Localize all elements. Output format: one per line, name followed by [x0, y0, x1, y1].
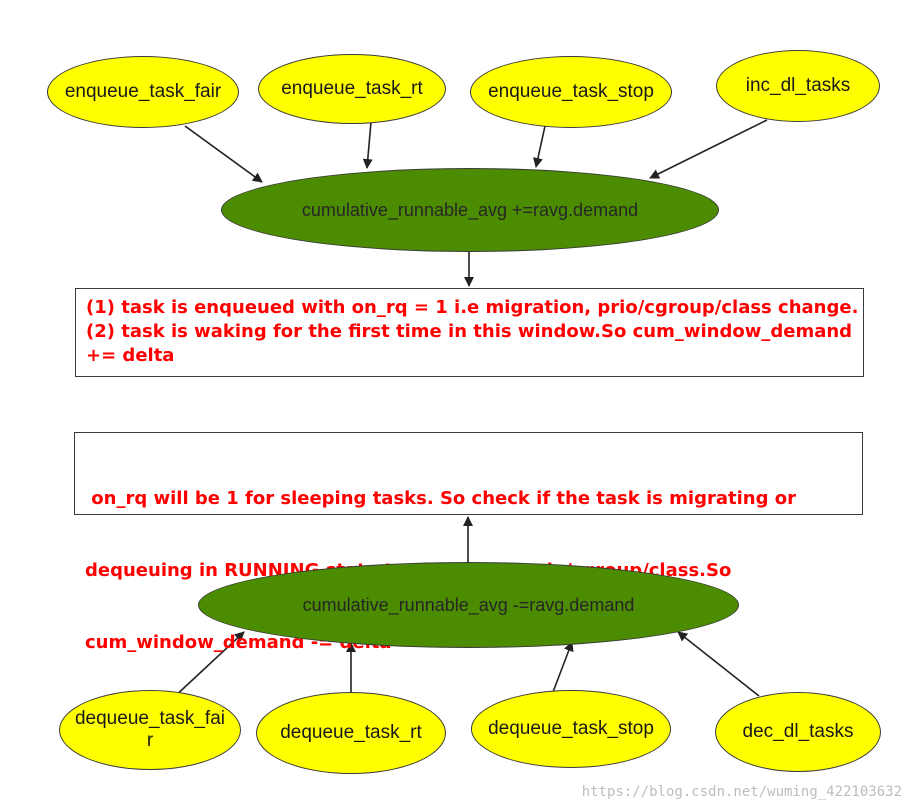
node-dec-dl-tasks: dec_dl_tasks [715, 692, 881, 772]
note-enqueue-conditions: (1) task is enqueued with on_rq = 1 i.e … [75, 288, 864, 377]
node-label: enqueue_task_rt [281, 78, 423, 99]
watermark: https://blog.csdn.net/wuming_422103632 [581, 784, 902, 800]
edge-dec-dl [677, 631, 760, 697]
note-line: (2) task is waking for the first time in… [86, 321, 853, 342]
note-dequeue-conditions: on_rq will be 1 for sleeping tasks. So c… [74, 432, 863, 653]
node-cumulative-runnable-avg-sub: cumulative_runnable_avg -=ravg.demand [198, 562, 739, 648]
node-dequeue-task-rt: dequeue_task_rt [256, 692, 446, 774]
note-line: on_rq will be 1 for sleeping tasks. So c… [85, 488, 796, 509]
node-inc-dl-tasks: inc_dl_tasks [716, 50, 880, 122]
node-label: inc_dl_tasks [745, 75, 851, 96]
node-label: cumulative_runnable_avg -=ravg.demand [302, 595, 635, 615]
node-label-line1: dequeue_task_fai [74, 708, 225, 729]
node-label-line2: r [146, 730, 154, 751]
node-enqueue-task-rt: enqueue_task_rt [258, 54, 446, 124]
edge-dequeue-fair [171, 631, 245, 700]
edge-inc-dl [649, 119, 768, 179]
node-dequeue-task-stop: dequeue_task_stop [471, 690, 671, 768]
node-dequeue-task-fair: dequeue_task_fai r [59, 690, 241, 770]
node-label: dequeue_task_stop [488, 718, 654, 739]
node-label: enqueue_task_fair [64, 81, 222, 102]
note-line: (1) task is enqueued with on_rq = 1 i.e … [86, 297, 859, 318]
node-enqueue-task-fair: enqueue_task_fair [47, 56, 239, 128]
node-cumulative-runnable-avg-add: cumulative_runnable_avg +=ravg.demand [221, 168, 719, 252]
node-label: dequeue_task_rt [280, 722, 422, 743]
node-label: cumulative_runnable_avg +=ravg.demand [301, 200, 639, 220]
node-enqueue-task-stop: enqueue_task_stop [470, 56, 672, 128]
edge-enqueue-fair [184, 125, 263, 183]
node-label: dec_dl_tasks [742, 721, 854, 742]
edge-enqueue-stop [533, 125, 546, 168]
node-label: enqueue_task_stop [488, 81, 654, 102]
edge-enqueue-rt [362, 121, 373, 169]
edge-dequeue-stop [552, 641, 574, 693]
note-line: += delta [86, 345, 175, 366]
